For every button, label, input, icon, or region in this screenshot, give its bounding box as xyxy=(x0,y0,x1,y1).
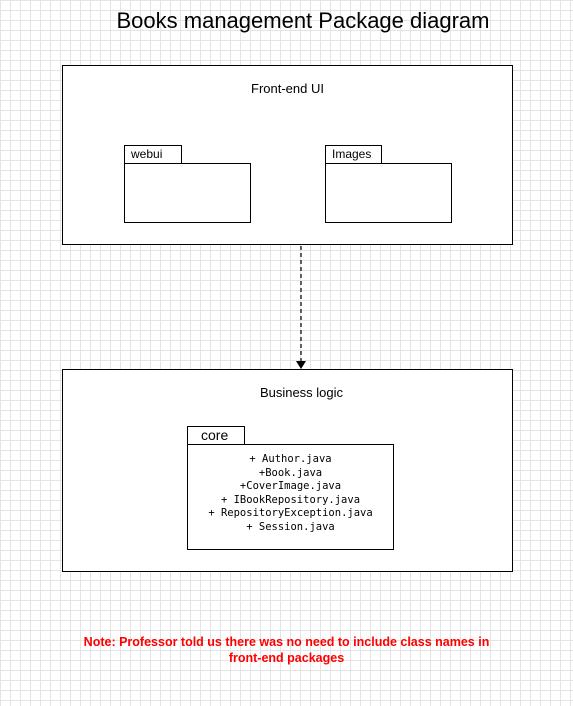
core-member-repositoryexception: + RepositoryException.java xyxy=(208,507,373,519)
webui-package[interactable] xyxy=(124,163,251,223)
business-logic-label: Business logic xyxy=(259,385,344,400)
core-member-ibookrepository: + IBookRepository.java xyxy=(220,493,361,506)
frontend-ui-label: Front-end UI xyxy=(251,81,324,96)
core-member-author: + Author.java xyxy=(249,453,332,465)
professor-note: Note: Professor told us there was no nee… xyxy=(0,634,573,666)
diagram-title: Books management Package diagram xyxy=(116,8,490,33)
images-package[interactable] xyxy=(325,163,452,223)
core-package[interactable]: + Author.java +Book.java +CoverImage.jav… xyxy=(187,444,394,550)
webui-package-tab[interactable]: webui xyxy=(124,145,182,164)
note-line-2: front-end packages xyxy=(228,651,345,665)
core-member-book: +Book.java xyxy=(258,466,323,479)
core-member-coverimage: +CoverImage.java xyxy=(239,480,342,492)
note-line-1: Note: Professor told us there was no nee… xyxy=(83,635,490,649)
dependency-arrowhead xyxy=(296,361,306,369)
core-package-tab[interactable]: core xyxy=(187,426,245,445)
core-member-session: + Session.java xyxy=(246,520,335,533)
